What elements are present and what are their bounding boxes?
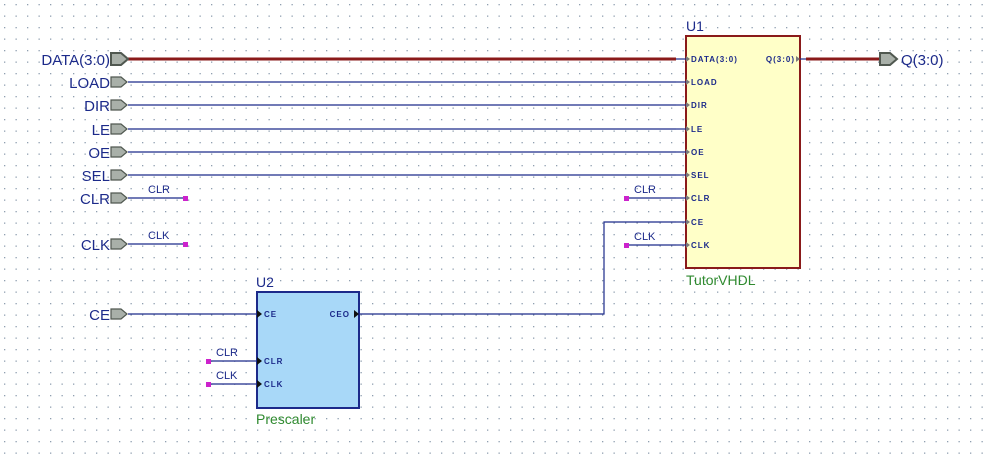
port-connector-icon [110, 192, 128, 204]
u2-pin-ceo[interactable]: CEO [330, 310, 350, 319]
pin-arrow-icon [686, 172, 690, 178]
component-ref-u2: U2 [256, 274, 274, 290]
port-label-data: DATA(3:0) [41, 52, 110, 69]
u1-pin-dir[interactable]: DIR [691, 101, 708, 110]
u2-pin-stubs [250, 313, 257, 385]
u1-pin-stubs [676, 58, 806, 246]
u1-pin-le[interactable]: LE [691, 125, 703, 134]
net-stub-clk-left[interactable] [183, 242, 188, 247]
input-port-load[interactable]: LOAD [69, 75, 128, 92]
pin-arrow-icon [686, 102, 690, 108]
port-label-dir: DIR [84, 98, 110, 115]
net-labels: CLR CLK CLR CLK CLR CLK [148, 184, 656, 382]
u2-pin-arrows [257, 310, 359, 388]
net-stub-clk-u2[interactable] [206, 382, 211, 387]
input-ports: DATA(3:0) LOAD DIR LE OE SEL CLR CLK [41, 52, 130, 324]
u1-pin-q[interactable]: Q(3:0) [766, 55, 795, 64]
input-port-sel[interactable]: SEL [82, 168, 128, 185]
pin-arrow-icon [686, 149, 690, 155]
net-label-clr-u1: CLR [634, 184, 656, 196]
component-type-u1: TutorVHDL [686, 272, 756, 288]
net-label-clk-u1: CLK [634, 231, 656, 243]
u1-pin-clk[interactable]: CLK [691, 241, 710, 250]
net-stub-clr-u1[interactable] [624, 196, 629, 201]
pin-arrow-icon [686, 219, 690, 225]
component-body-u2[interactable] [256, 291, 360, 409]
input-port-data[interactable]: DATA(3:0) [41, 52, 130, 69]
port-label-le: LE [92, 122, 110, 139]
port-connector-icon [110, 146, 128, 158]
u2-pin-clr[interactable]: CLR [264, 357, 283, 366]
u1-pin-clr[interactable]: CLR [691, 194, 710, 203]
pin-arrow-icon [686, 242, 690, 248]
pin-arrow-icon [257, 380, 262, 388]
pin-arrow-icon [257, 357, 262, 365]
port-label-load: LOAD [69, 75, 110, 92]
u1-pin-ce[interactable]: CE [691, 218, 704, 227]
input-port-clk[interactable]: CLK [81, 237, 128, 254]
net-label-clk-u2: CLK [216, 370, 238, 382]
u1-pin-data[interactable]: DATA(3:0) [691, 55, 738, 64]
wires [128, 81, 676, 385]
port-connector-icon [110, 238, 128, 250]
wire-ceo-to-ce[interactable] [360, 221, 676, 315]
input-port-clr[interactable]: CLR [80, 191, 128, 208]
input-port-dir[interactable]: DIR [84, 98, 128, 115]
pin-arrow-icon [686, 79, 690, 85]
port-connector-icon [110, 76, 128, 88]
port-label-sel: SEL [82, 168, 110, 185]
port-connector-icon [110, 308, 128, 320]
u2-pin-labels: CE CLR CLK CEO [264, 310, 350, 389]
net-label-clk-left: CLK [148, 230, 170, 242]
port-label-q: Q(3:0) [901, 52, 944, 69]
u2-pin-ce[interactable]: CE [264, 310, 277, 319]
component-type-u2: Prescaler [256, 411, 315, 427]
port-label-clk: CLK [81, 237, 110, 254]
pin-arrow-icon [354, 310, 359, 318]
port-connector-icon [110, 169, 128, 181]
pin-arrow-icon [257, 310, 262, 318]
net-stub-clr-u2[interactable] [206, 359, 211, 364]
u2-pin-clk[interactable]: CLK [264, 380, 283, 389]
net-stub-clr-left[interactable] [183, 196, 188, 201]
u1-pin-oe[interactable]: OE [691, 148, 705, 157]
net-label-clr-u2: CLR [216, 347, 238, 359]
component-u1[interactable]: U1 DATA(3:0) LO [676, 18, 806, 288]
u1-pin-labels: DATA(3:0) LOAD DIR LE OE SEL CLR CE CLK … [691, 55, 795, 250]
port-connector-icon [110, 52, 130, 66]
u1-pin-sel[interactable]: SEL [691, 171, 710, 180]
net-label-clr-left: CLR [148, 184, 170, 196]
component-u2[interactable]: U2 CE CLR CLK CEO Prescaler [250, 274, 360, 427]
pin-arrow-icon [796, 56, 800, 62]
port-connector-icon [110, 123, 128, 135]
net-stub-clk-u1[interactable] [624, 243, 629, 248]
component-body-u1[interactable] [685, 35, 801, 269]
net-stubs [183, 196, 629, 387]
pin-arrow-icon [686, 56, 690, 62]
port-label-oe: OE [88, 145, 110, 162]
output-port-q[interactable]: Q(3:0) [879, 52, 944, 69]
input-port-le[interactable]: LE [92, 122, 128, 139]
port-label-ce: CE [89, 307, 110, 324]
u1-pin-arrows [686, 56, 800, 248]
component-ref-u1: U1 [686, 18, 704, 34]
input-port-oe[interactable]: OE [88, 145, 128, 162]
port-label-clr: CLR [80, 191, 110, 208]
pin-arrow-icon [686, 195, 690, 201]
pin-arrow-icon [686, 126, 690, 132]
u1-pin-load[interactable]: LOAD [691, 78, 718, 87]
input-port-ce[interactable]: CE [89, 307, 128, 324]
port-connector-icon [879, 52, 899, 66]
port-connector-icon [110, 99, 128, 111]
